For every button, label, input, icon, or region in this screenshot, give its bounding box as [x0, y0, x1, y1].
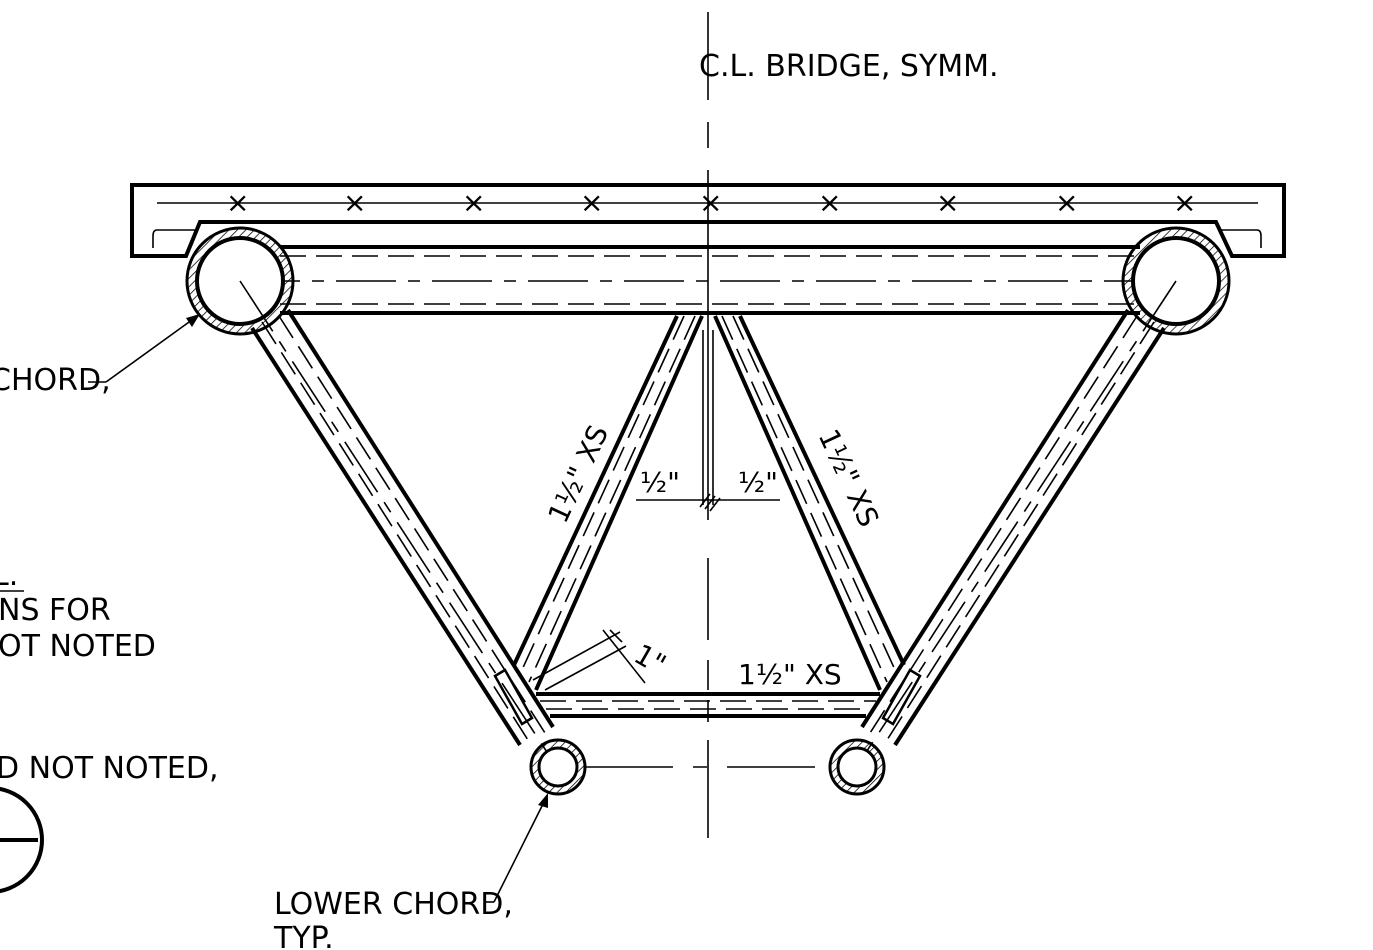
- inner-diagonal-right-label: 1½" XS: [812, 424, 886, 532]
- outer-diagonal-right: [856, 280, 1177, 767]
- centerline-label: C.L. BRIDGE, SYMM.: [699, 49, 999, 84]
- gap-dimension-label: 1": [629, 637, 672, 681]
- outer-diagonal-left: [239, 280, 557, 767]
- svg-text:×: ×: [462, 186, 485, 219]
- gap-dimension: [532, 629, 646, 691]
- svg-text:×: ×: [226, 186, 249, 219]
- bottom-strut-label: 1½" XS: [738, 658, 842, 691]
- svg-text:×: ×: [818, 186, 841, 219]
- note-line-2: NS FOR: [0, 593, 111, 628]
- center-vertical-member: [699, 330, 721, 512]
- lower-chord-leader: [484, 793, 548, 903]
- svg-text:×: ×: [1055, 186, 1078, 219]
- offset-right-label: ½": [738, 466, 778, 499]
- inner-diagonal-right: [713, 315, 906, 691]
- svg-text:×: ×: [343, 186, 366, 219]
- upper-chord-leader: [88, 314, 200, 383]
- note-line-1: L.: [0, 558, 18, 593]
- svg-text:×: ×: [936, 186, 959, 219]
- upper-tie-tube: [240, 245, 1176, 315]
- note-line-3: OT NOTED: [0, 629, 156, 664]
- lower-chord-label-line2: TYP.: [273, 921, 334, 950]
- upper-chord-label: CHORD,: [0, 363, 111, 398]
- weld-symbol-partial: [0, 786, 44, 894]
- note-line-4: D NOT NOTED,: [0, 751, 219, 786]
- lower-chord-label-line1: LOWER CHORD,: [274, 887, 513, 922]
- bottom-strut-tube: [536, 692, 880, 718]
- inner-diagonal-left: [512, 315, 704, 691]
- svg-text:×: ×: [580, 186, 603, 219]
- deck-reinforcement: × × × × × × × × ×: [157, 186, 1258, 219]
- svg-text:×: ×: [1173, 186, 1196, 219]
- lower-chord-left: [529, 738, 587, 796]
- deck-slab: [130, 183, 1286, 258]
- offset-left-label: ½": [640, 466, 680, 499]
- lower-chord-right: [828, 738, 886, 796]
- svg-text:×: ×: [699, 186, 722, 219]
